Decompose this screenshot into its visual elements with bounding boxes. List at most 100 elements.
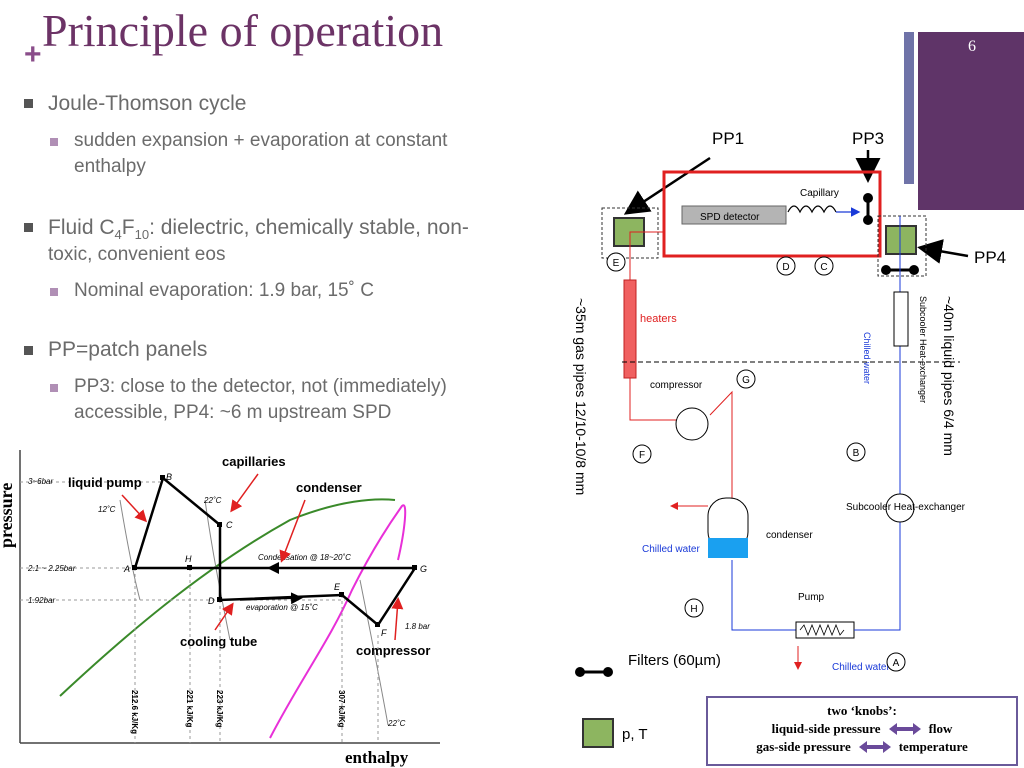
sub-bullet-marker — [50, 288, 58, 296]
knob-gas-pressure: gas-side pressure — [756, 739, 851, 754]
temp-label: 22˚C — [203, 496, 222, 505]
bullet-patch-panels: PP=patch panels — [48, 338, 208, 361]
condenser-label: condenser — [766, 530, 813, 541]
fluid-text: F — [121, 216, 135, 239]
sub-bullet-pp3-line2: accessible, PP4: ~6 m upstream SPD — [74, 402, 392, 423]
cooling-tube-label: cooling tube — [180, 634, 257, 649]
point-a: A — [123, 564, 130, 574]
heaters-label: heaters — [640, 313, 677, 325]
enthalpy-label: 223 kJ/Kg — [215, 690, 224, 727]
knobs-box: two ‘knobs’: liquid-side pressure flow g… — [706, 696, 1018, 766]
sub-bullet-marker — [50, 384, 58, 392]
saturation-liquid-line — [59, 498, 396, 697]
fluid-sub: 10 — [134, 227, 150, 243]
bullet-marker — [24, 99, 33, 108]
liquid-pump-label: liquid pump — [68, 475, 142, 490]
point-b: B — [166, 472, 172, 482]
sub-bullet-pp3-line1: PP3: close to the detector, not (immedia… — [74, 376, 447, 397]
detector-region — [662, 170, 882, 258]
knob-flow: flow — [928, 721, 953, 736]
pp4-sensor — [885, 225, 917, 255]
fluid-sub: 4 — [114, 227, 122, 243]
fluid-text: : dielectric, chemically stable, non- — [149, 216, 469, 239]
bullet-fluid: Fluid C4F10: dielectric, chemically stab… — [48, 214, 469, 248]
subcooler-right-label: Subcooler Heat-exchanger — [918, 296, 928, 403]
filter-icon — [575, 667, 613, 677]
slide-number: 6 — [968, 38, 976, 55]
spd-detector-label: SPD detector — [700, 212, 760, 223]
pressure-label: 2.1 ~ 2.25bar — [27, 564, 76, 573]
saturation-vapor-line — [269, 504, 407, 739]
node-g: G — [742, 375, 750, 386]
legend-pt: p, T — [622, 726, 648, 743]
sub-bullet-expansion-line2: enthalpy — [74, 156, 146, 177]
double-arrow-icon — [888, 723, 921, 735]
pp3-label: PP3 — [852, 129, 884, 148]
bullet-joule-thomson: Joule-Thomson cycle — [48, 92, 247, 115]
accent-panel — [918, 32, 1024, 210]
pp4-label: PP4 — [974, 248, 1006, 267]
enthalpy-label: 221 kJ/Kg — [185, 690, 194, 727]
pressure-label: 3~6bar — [28, 477, 53, 486]
double-arrow-icon — [858, 741, 891, 753]
point-e: E — [334, 582, 341, 592]
node-b: B — [853, 448, 860, 459]
pt-sensor-icon — [582, 718, 614, 748]
knobs-row-2: gas-side pressure temperature — [708, 738, 1016, 756]
capillary-coil — [787, 205, 837, 214]
pp1-label: PP1 — [712, 129, 744, 148]
point-c: C — [226, 520, 233, 530]
heaters — [623, 279, 637, 379]
evaporation-label: evaporation @ 15˚C — [246, 603, 318, 612]
chilled-water-label: Chilled water — [862, 332, 872, 384]
subcooler-label: Pump — [798, 592, 825, 603]
spd-detector — [681, 205, 787, 225]
condensation-label: Condensation @ 18~20˚C — [258, 553, 351, 562]
pressure-label: 1.8 bar — [405, 622, 430, 631]
subcooler-bottom — [795, 621, 855, 639]
legend-filters: Filters (60µm) — [628, 652, 721, 669]
point-g: G — [420, 564, 427, 574]
evaporation-arrow — [239, 592, 303, 605]
cooling-schematic: PP1 PP3 PP4 SPD detector Capillary heate… — [573, 129, 1006, 673]
condenser-label: condenser — [296, 480, 362, 495]
bullet-marker — [24, 223, 33, 232]
temp-label: 22˚C — [387, 719, 406, 728]
node-a: A — [893, 658, 900, 669]
sub-bullet-nominal: Nominal evaporation: 1.9 bar, 15˚ C — [74, 280, 374, 301]
pump-label: Subcooler Heat-exchanger — [846, 502, 966, 513]
pressure-label: 1.92bar — [28, 596, 55, 605]
fluid-text: Fluid C — [48, 216, 115, 239]
knobs-title: two ‘knobs’: — [827, 703, 897, 718]
node-d: D — [782, 262, 789, 273]
x-axis-label: enthalpy — [345, 748, 409, 767]
knob-liquid-pressure: liquid-side pressure — [771, 721, 881, 736]
slide-title: Principle of operation — [42, 5, 444, 56]
capillary-label: Capillary — [800, 188, 839, 199]
sub-bullet-expansion-line1: sudden expansion + evaporation at consta… — [74, 130, 448, 151]
point-h: H — [185, 554, 192, 564]
bullet-marker — [24, 346, 33, 355]
cycle-path — [133, 475, 418, 627]
bullet-fluid-line2: toxic, convenient eos — [48, 244, 226, 265]
enthalpy-label: 307 kJ/Kg — [337, 690, 346, 727]
point-d: D — [208, 596, 215, 606]
chilled-water-label: Chilled water — [832, 662, 890, 673]
subcooler-right — [893, 291, 909, 347]
plus-icon: + — [24, 38, 42, 71]
compressor — [675, 407, 709, 441]
y-axis-label: pressure — [0, 483, 16, 548]
isotherm — [359, 579, 389, 726]
knobs-title-row: two ‘knobs’: — [708, 702, 1016, 720]
ph-diagram: pressure enthalpy A B C D E F G H 3~6ba — [0, 450, 440, 767]
knob-temperature: temperature — [898, 739, 968, 754]
temp-label: 12˚C — [98, 505, 116, 514]
sub-bullet-marker — [50, 138, 58, 146]
compressor-label: compressor — [356, 643, 430, 658]
knobs-row-1: liquid-side pressure flow — [708, 720, 1016, 738]
isotherm — [204, 499, 231, 641]
node-f: F — [639, 450, 645, 461]
point-f: F — [381, 628, 387, 638]
accent-stripe — [904, 32, 914, 184]
capillaries-label: capillaries — [222, 454, 286, 469]
